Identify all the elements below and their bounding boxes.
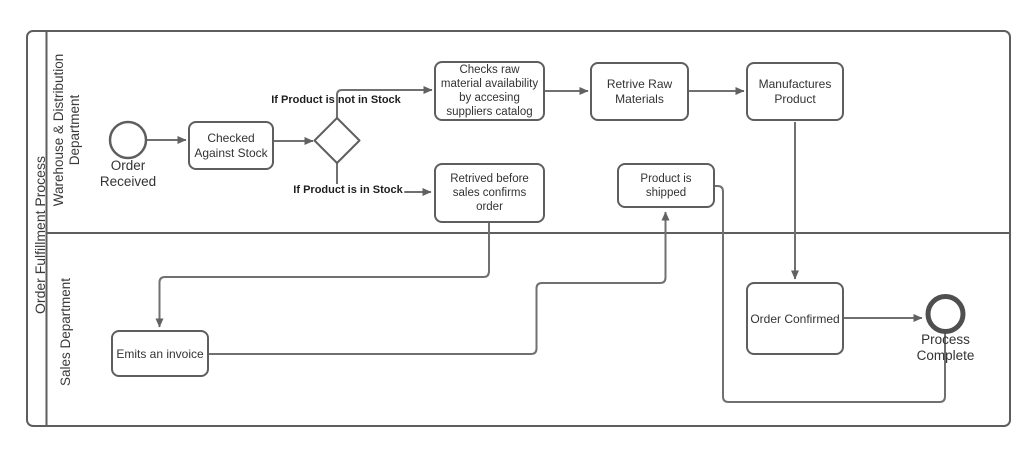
task-retrived-before-sales[interactable]: Retrived before sales confirms order — [434, 163, 545, 223]
pool-title: Order Fulfillment Process — [32, 156, 48, 314]
task-checks-raw-material[interactable]: Checks raw material availability by acce… — [434, 61, 545, 121]
connector-shipped-to-end — [715, 185, 946, 403]
task-retrive-raw-materials[interactable]: Retrive Raw Materials — [590, 62, 689, 121]
connector-gateway-to-checks-raw — [336, 86, 433, 118]
task-order-confirmed[interactable]: Order Confirmed — [746, 282, 844, 355]
task-emits-an-invoice[interactable]: Emits an invoice — [111, 330, 209, 377]
connector-retrived-to-invoice — [155, 223, 490, 328]
end-event-label: Process Complete — [916, 332, 975, 363]
pool-border[interactable] — [26, 30, 1011, 427]
edge-label-in-stock: If Product is in Stock — [291, 184, 405, 196]
start-event-circle[interactable] — [108, 120, 148, 160]
exclusive-gateway-diamond[interactable] — [313, 117, 361, 164]
task-checked-against-stock[interactable]: Checked Against Stock — [188, 121, 274, 170]
end-event-circle[interactable] — [925, 294, 966, 334]
connector-invoice-to-shipped — [209, 211, 670, 355]
lane-title-warehouse: Warehouse & Distribution Department — [51, 53, 82, 207]
task-product-is-shipped[interactable]: Product is shipped — [617, 163, 715, 208]
start-event-label: Order Received — [99, 158, 157, 189]
task-manufactures-product[interactable]: Manufactures Product — [746, 62, 844, 121]
edge-label-not-in-stock: If Product is not in Stock — [271, 94, 401, 106]
lane-title-sales: Sales Department — [58, 277, 73, 387]
